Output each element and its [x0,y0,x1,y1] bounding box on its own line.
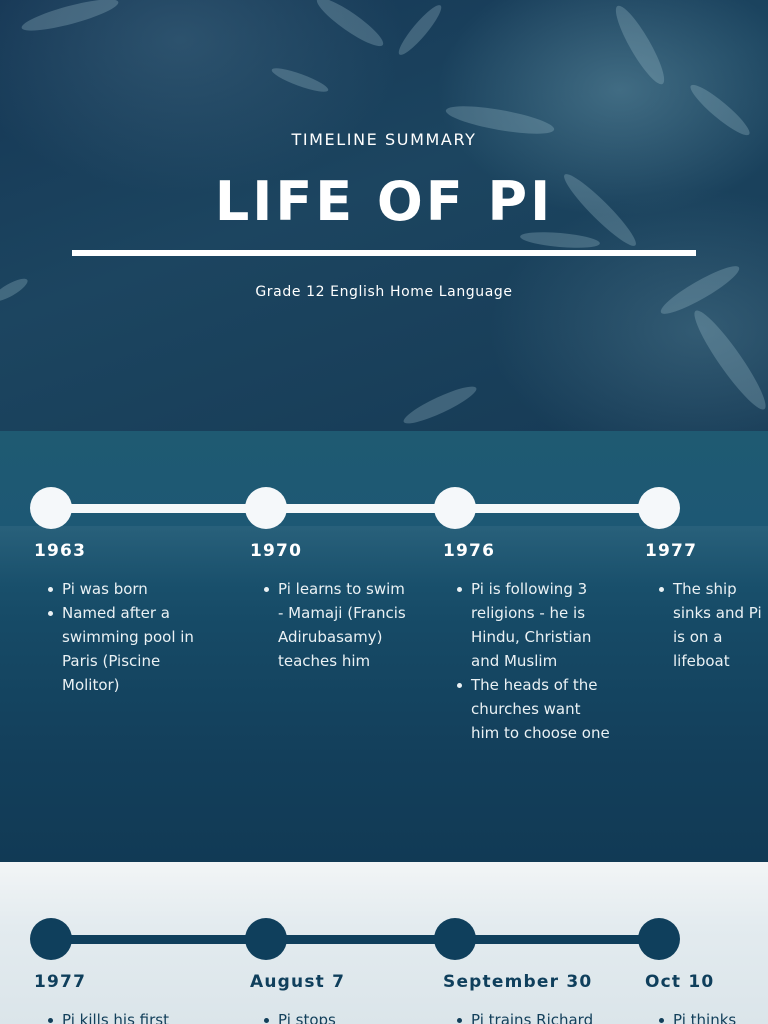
event-bullet: Pi was born [48,577,204,601]
event-bullet-list: The ship sinks and Pi is on a lifeboat [659,577,763,673]
event-year: August 7 [250,972,346,992]
timeline-event: September 30 Pi trains Richard [443,972,623,1024]
timeline-event: Oct 10 Pi thinks [645,972,763,1024]
timeline-track [50,504,660,513]
hero-subtitle: TIMELINE SUMMARY [291,130,477,149]
event-bullet: Pi is following 3 religions - he is Hind… [457,577,613,673]
timeline-node [30,918,72,960]
timeline-section-2: 1977 Pi kills his first August 7 Pi stop… [0,862,768,1024]
sea-horizon [0,526,768,586]
event-bullet-list: Pi trains Richard [457,1008,623,1024]
timeline-event: August 7 Pi stops [250,972,420,1024]
fish-background-image [0,0,766,424]
hero-title: LIFE OF PI [214,170,554,233]
event-bullet: The heads of the churches want him to ch… [457,673,613,745]
event-bullet: The ship sinks and Pi is on a lifeboat [659,577,763,673]
event-bullet-list: Pi thinks [659,1008,763,1024]
event-bullet: Pi trains Richard [457,1008,623,1024]
timeline-node [245,918,287,960]
timeline-event: 1963 Pi was born Named after a swimming … [34,541,204,697]
hero-banner: TIMELINE SUMMARY LIFE OF PI Grade 12 Eng… [0,0,768,431]
timeline-node [30,487,72,529]
event-year: 1977 [645,541,698,561]
timeline-event: 1976 Pi is following 3 religions - he is… [443,541,613,745]
timeline-track [50,935,660,944]
event-year: Oct 10 [645,972,715,992]
timeline-event: 1970 Pi learns to swim - Mamaji (Francis… [250,541,410,673]
event-bullet-list: Pi learns to swim - Mamaji (Francis Adir… [264,577,410,673]
event-year: 1963 [34,541,87,561]
hero-caption: Grade 12 English Home Language [255,284,513,300]
timeline-node [434,918,476,960]
timeline-node [638,487,680,529]
timeline-node [638,918,680,960]
timeline-node [245,487,287,529]
event-year: September 30 [443,972,593,992]
event-bullet-list: Pi is following 3 religions - he is Hind… [457,577,613,745]
event-year: 1977 [34,972,87,992]
event-bullet-list: Pi stops [264,1008,420,1024]
event-bullet-list: Pi kills his first [48,1008,204,1024]
event-bullet: Pi stops [264,1008,420,1024]
title-divider [72,250,696,256]
event-bullet: Pi learns to swim - Mamaji (Francis Adir… [264,577,410,673]
timeline-event: 1977 The ship sinks and Pi is on a lifeb… [645,541,763,673]
timeline-node [434,487,476,529]
event-bullet-list: Pi was born Named after a swimming pool … [48,577,204,697]
event-bullet: Pi thinks [659,1008,763,1024]
event-bullet: Pi kills his first [48,1008,204,1024]
timeline-section-1: 1963 Pi was born Named after a swimming … [0,431,768,862]
event-year: 1970 [250,541,303,561]
timeline-event: 1977 Pi kills his first [34,972,204,1024]
event-year: 1976 [443,541,496,561]
event-bullet: Named after a swimming pool in Paris (Pi… [48,601,204,697]
